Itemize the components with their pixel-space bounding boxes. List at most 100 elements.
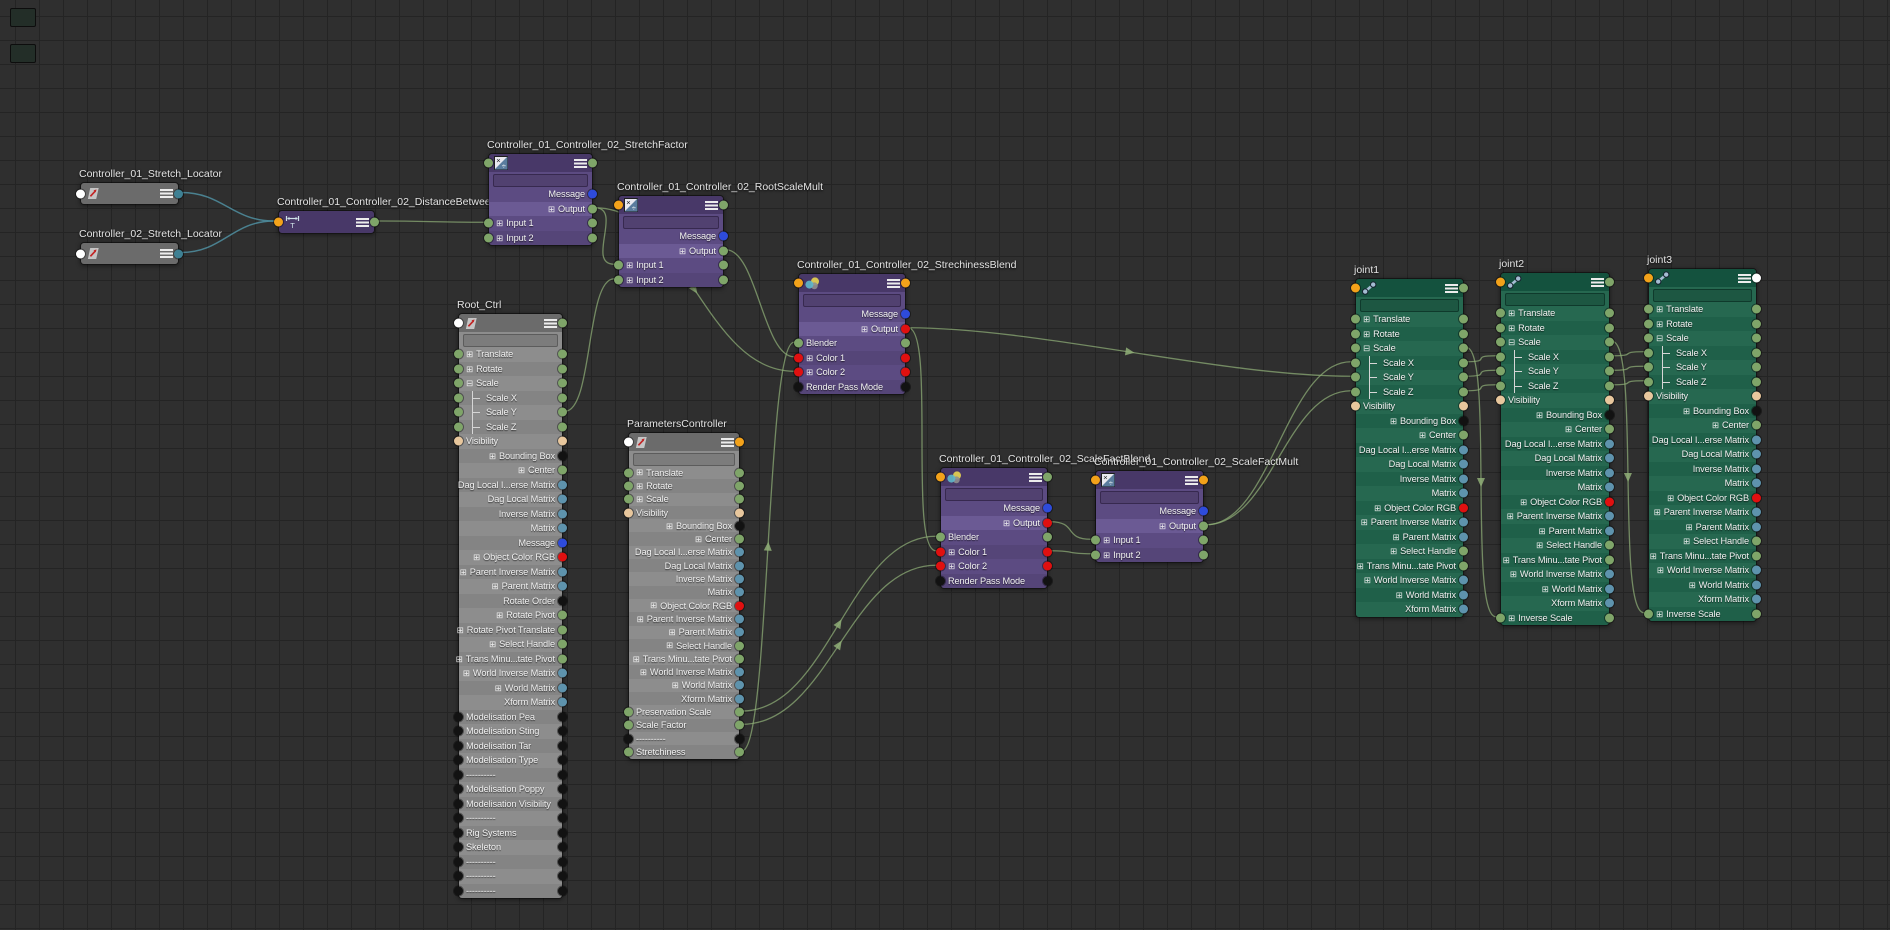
- port-right[interactable]: [1752, 565, 1761, 575]
- port-left[interactable]: [1644, 609, 1653, 619]
- port-right[interactable]: [558, 784, 567, 794]
- menu-icon[interactable]: [887, 278, 900, 288]
- port-right[interactable]: [558, 857, 567, 867]
- port-right[interactable]: [588, 189, 597, 199]
- attr-row-dag-local-matrix[interactable]: Dag Local Matrix: [459, 492, 567, 507]
- port-left[interactable]: [624, 508, 633, 518]
- attr-row-dag-local-i-erse-matrix[interactable]: Dag Local I...erse Matrix: [458, 477, 567, 492]
- attr-row-scale-z[interactable]: Scale Z: [1351, 384, 1468, 399]
- port-right[interactable]: [558, 422, 567, 432]
- port-header-right[interactable]: [174, 249, 183, 258]
- attr-row-world-inverse-matrix[interactable]: ⊞World Inverse Matrix: [1356, 573, 1468, 588]
- attr-filter-field[interactable]: [619, 214, 723, 229]
- attr-row-dag-local-matrix[interactable]: Dag Local Matrix: [629, 559, 744, 573]
- plus-box-icon[interactable]: ⊞: [1682, 405, 1690, 416]
- attr-row-parent-inverse-matrix[interactable]: ⊞Parent Inverse Matrix: [1501, 509, 1614, 524]
- attr-row-preservation-scale[interactable]: Preservation Scale: [624, 705, 744, 719]
- port-right[interactable]: [1043, 532, 1052, 542]
- port-right[interactable]: [1605, 526, 1614, 536]
- plus-box-icon[interactable]: ⊞: [466, 363, 474, 374]
- port-left[interactable]: [1496, 381, 1505, 391]
- attr-row-parent-matrix[interactable]: ⊞Parent Matrix: [459, 579, 567, 594]
- attr-row-[interactable]: ----------: [454, 869, 567, 884]
- attr-row-object-color-rgb[interactable]: ⊞Object Color RGB: [1501, 494, 1614, 509]
- port-right[interactable]: [558, 639, 567, 649]
- plus-box-icon[interactable]: ⊞: [1392, 531, 1400, 542]
- port-right[interactable]: [588, 233, 597, 243]
- plus-box-icon[interactable]: ⊞: [488, 639, 497, 649]
- plus-box-icon[interactable]: ⊞: [1535, 409, 1543, 420]
- port-left[interactable]: [1496, 395, 1505, 405]
- port-right[interactable]: [558, 886, 567, 896]
- port-left[interactable]: [454, 436, 463, 446]
- port-right[interactable]: [1605, 511, 1614, 521]
- attr-row-matrix[interactable]: Matrix: [1501, 480, 1614, 495]
- attr-row-modelisation-visibility[interactable]: Modelisation Visibility: [454, 796, 567, 811]
- port-header-right[interactable]: [370, 217, 379, 227]
- port-right[interactable]: [1752, 464, 1761, 474]
- plus-box-icon[interactable]: ⊞: [1685, 521, 1693, 532]
- port-right[interactable]: [1199, 506, 1208, 516]
- port-left[interactable]: [1644, 391, 1653, 401]
- port-right[interactable]: [1605, 381, 1614, 391]
- attr-row-scale-y[interactable]: Scale Y: [1351, 370, 1468, 385]
- port-right[interactable]: [1459, 561, 1468, 571]
- port-right[interactable]: [558, 828, 567, 838]
- node-db[interactable]: Controller_01_Controller_02_DistanceBetw…: [274, 196, 496, 234]
- port-right[interactable]: [558, 842, 567, 852]
- port-right[interactable]: [1199, 535, 1208, 545]
- attr-filter-field[interactable]: [1096, 489, 1203, 504]
- plus-box-icon[interactable]: ⊞: [1363, 575, 1371, 585]
- port-right[interactable]: [558, 726, 567, 736]
- attr-row-message[interactable]: Message: [941, 501, 1052, 516]
- attr-row-message[interactable]: Message: [619, 229, 728, 244]
- attr-row-matrix[interactable]: Matrix: [459, 521, 567, 536]
- port-header-left[interactable]: [1091, 475, 1100, 485]
- port-header-left[interactable]: [1351, 283, 1360, 293]
- attr-row-translate[interactable]: ⊞Translate: [454, 347, 567, 362]
- node-pc[interactable]: ParametersController⊞Translate⊞Rotate⊞Sc…: [624, 418, 744, 760]
- attr-row-color-1[interactable]: ⊞Color 1: [794, 350, 910, 365]
- port-right[interactable]: [719, 260, 728, 270]
- attr-row-dag-local-i-erse-matrix[interactable]: Dag Local I...erse Matrix: [1501, 436, 1614, 451]
- attr-row-translate[interactable]: ⊞Translate: [1351, 312, 1468, 327]
- port-right[interactable]: [1752, 420, 1761, 430]
- attr-filter-field[interactable]: [629, 451, 739, 466]
- port-right[interactable]: [1605, 453, 1614, 463]
- port-right[interactable]: [1043, 561, 1052, 571]
- port-right[interactable]: [1605, 569, 1614, 579]
- attr-row-visibility[interactable]: Visibility: [1644, 389, 1761, 404]
- attr-row-bounding-box[interactable]: ⊞Bounding Box: [1501, 407, 1614, 422]
- port-right[interactable]: [735, 587, 744, 597]
- attr-row-output[interactable]: ⊞Output: [619, 243, 728, 258]
- attr-row-translate[interactable]: ⊞Translate: [624, 466, 744, 480]
- port-right[interactable]: [1605, 482, 1614, 492]
- port-left[interactable]: [1644, 362, 1653, 372]
- port-right[interactable]: [1459, 546, 1468, 556]
- attr-row-scale-x[interactable]: Scale X: [454, 390, 567, 405]
- connection-edge[interactable]: [907, 327, 937, 552]
- node-sb[interactable]: Controller_01_Controller_02_StrechinessB…: [794, 259, 1016, 395]
- node-header[interactable]: [76, 183, 183, 204]
- port-right[interactable]: [1605, 439, 1614, 449]
- port-right[interactable]: [558, 697, 567, 707]
- offscreen-node-stub[interactable]: [10, 44, 36, 63]
- attr-row-message[interactable]: Message: [459, 535, 567, 550]
- attr-row-dag-local-i-erse-matrix[interactable]: Dag Local I...erse Matrix: [629, 545, 744, 560]
- port-left[interactable]: [936, 576, 945, 586]
- port-header-right[interactable]: [1459, 283, 1468, 293]
- attr-row-matrix[interactable]: Matrix: [1356, 486, 1468, 501]
- plus-box-icon[interactable]: ⊞: [1682, 536, 1691, 546]
- port-left[interactable]: [794, 338, 803, 348]
- plus-box-icon[interactable]: ⊞: [455, 653, 463, 664]
- port-left[interactable]: [454, 886, 463, 896]
- port-right[interactable]: [1752, 536, 1761, 546]
- port-left[interactable]: [794, 367, 803, 377]
- plus-box-icon[interactable]: ⊞: [1653, 507, 1661, 517]
- plus-box-icon[interactable]: ⊞: [462, 668, 470, 678]
- port-right[interactable]: [1605, 395, 1614, 405]
- node-header[interactable]: [1496, 273, 1614, 291]
- attr-row-render-pass-mode[interactable]: Render Pass Mode: [794, 379, 910, 394]
- plus-box-icon[interactable]: ⊞: [1666, 492, 1675, 503]
